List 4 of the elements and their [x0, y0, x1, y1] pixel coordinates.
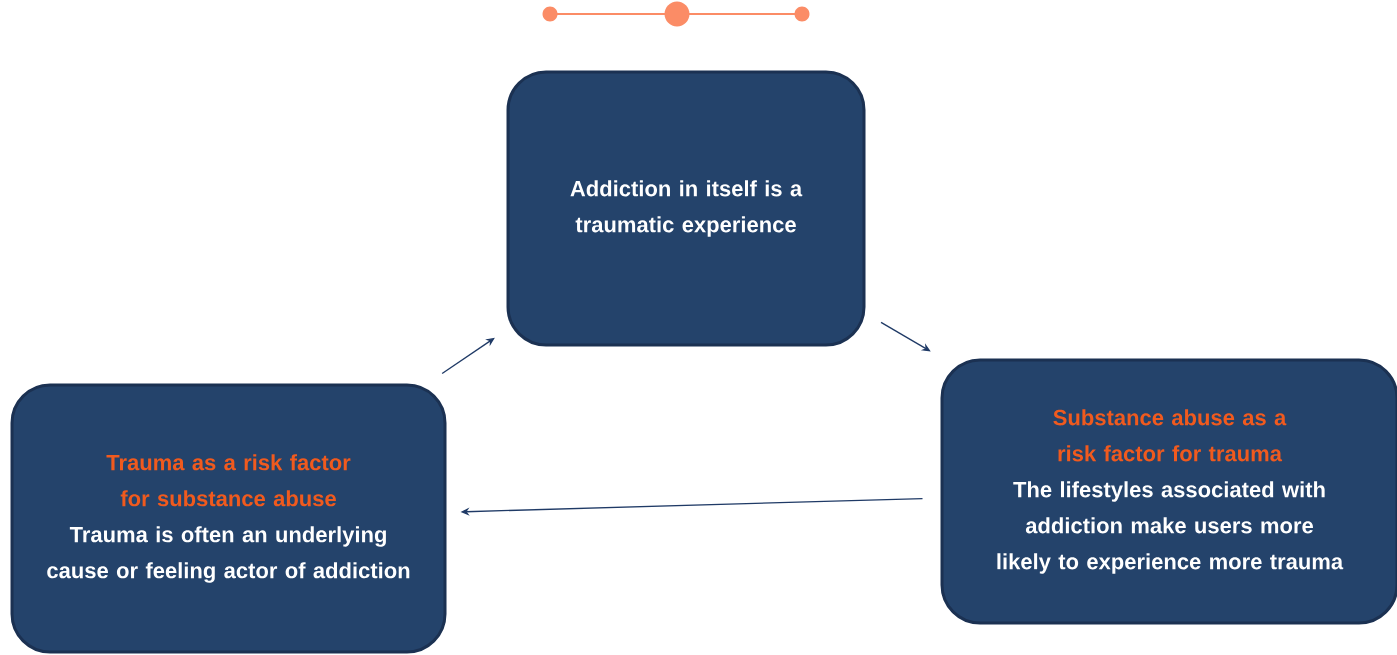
process-box: Substance abuse as a risk factor for trauma The lifestyles associated with addiction make users more likely to experience more trauma: [940, 358, 1397, 625]
process-box: Trauma as a risk factor for substance abuse Trauma is often an underlying cause or feeling actor of addiction: [10, 383, 447, 654]
arrow: [880, 321, 931, 352]
process-box: Addiction in itself is a traumatic experience: [506, 70, 866, 347]
